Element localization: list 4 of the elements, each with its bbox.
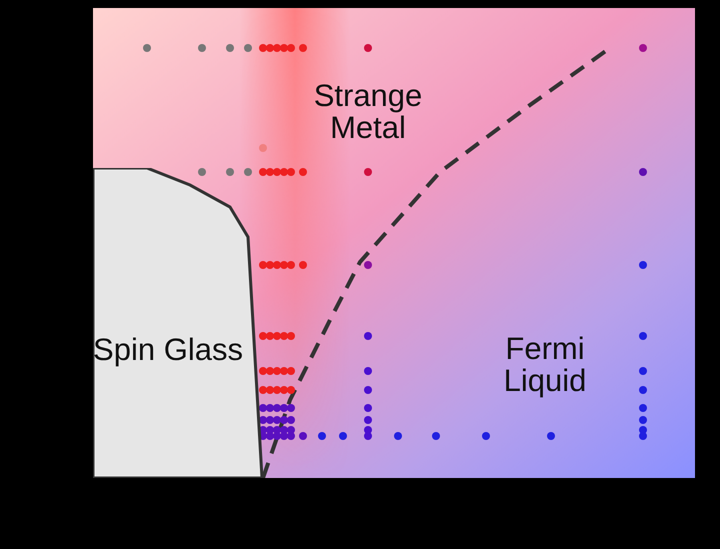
region-label: Strange Metal (312, 80, 424, 144)
region-label: Spin Glass (93, 334, 243, 366)
spin-glass-region (93, 168, 263, 478)
region-label: Fermi Liquid (502, 333, 588, 397)
